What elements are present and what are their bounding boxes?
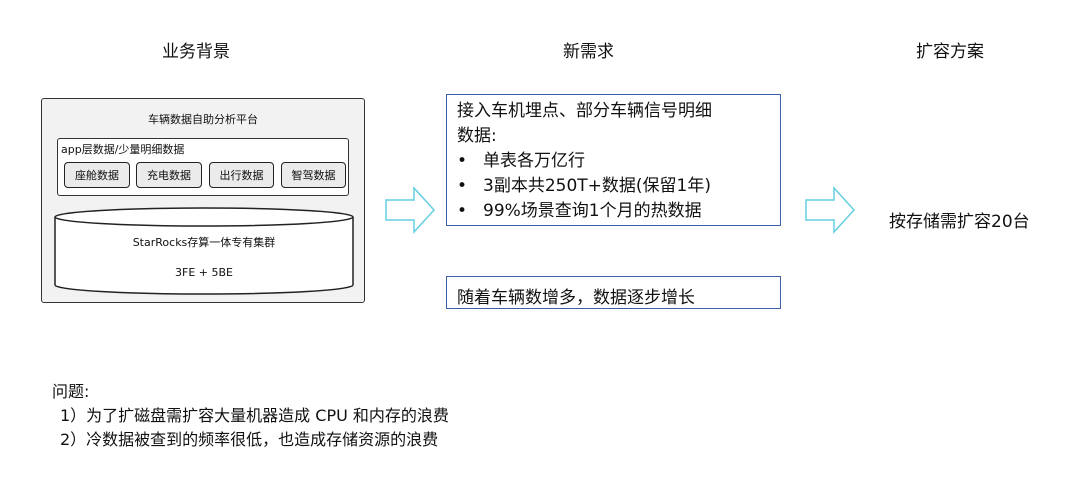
problems-section: 问题: 1）为了扩磁盘需扩容大量机器造成 CPU 和内存的浪费 2）冷数据被查到… xyxy=(52,380,449,452)
heading-expansion-plan: 扩容方案 xyxy=(916,42,984,62)
heading-new-requirement: 新需求 xyxy=(563,42,614,62)
bullet-glyph: • xyxy=(457,176,468,196)
data-chip-trip: 出行数据 xyxy=(209,162,274,188)
requirement-bullet-item: •单表各万亿行 xyxy=(457,149,712,174)
platform-panel: 车辆数据自助分析平台 app层数据/少量明细数据 座舱数据 充电数据 出行数据 … xyxy=(41,98,365,303)
problem-item: 2）冷数据被查到的频率很低，也造成存储资源的浪费 xyxy=(60,430,439,449)
expansion-plan-text: 按存储需扩容20台 xyxy=(889,212,1030,232)
cluster-cylinder xyxy=(54,207,354,295)
app-layer-box: app层数据/少量明细数据 座舱数据 充电数据 出行数据 智驾数据 xyxy=(57,138,349,196)
data-chip-adas: 智驾数据 xyxy=(281,162,346,188)
flow-arrow-icon xyxy=(385,186,436,234)
requirement-text: 接入车机埋点、部分车辆信号明细 数据: •单表各万亿行 •3副本共250T+数据… xyxy=(457,99,712,224)
problems-title: 问题: xyxy=(52,382,90,401)
cluster-name: StarRocks存算一体专有集群 xyxy=(132,236,276,249)
cluster-spec: 3FE + 5BE xyxy=(175,266,233,279)
app-layer-title: app层数据/少量明细数据 xyxy=(61,143,185,156)
problem-item: 1）为了扩磁盘需扩容大量机器造成 CPU 和内存的浪费 xyxy=(60,406,449,425)
data-chip-charging: 充电数据 xyxy=(136,162,202,188)
heading-background: 业务背景 xyxy=(162,42,230,62)
requirement-line-1: 接入车机埋点、部分车辆信号明细 xyxy=(457,101,712,121)
platform-title: 车辆数据自助分析平台 xyxy=(148,113,258,126)
requirement-bullet-item: •99%场景查询1个月的热数据 xyxy=(457,199,712,224)
requirement-line-2: 数据: xyxy=(457,126,497,146)
requirement-box: 接入车机埋点、部分车辆信号明细 数据: •单表各万亿行 •3副本共250T+数据… xyxy=(446,94,781,226)
bullet-glyph: • xyxy=(457,201,468,221)
requirement-bullet-item: •3副本共250T+数据(保留1年) xyxy=(457,174,712,199)
growth-box: 随着车辆数增多，数据逐步增长 xyxy=(446,276,781,309)
bullet-glyph: • xyxy=(457,151,468,171)
data-chip-cockpit: 座舱数据 xyxy=(64,162,130,188)
growth-text: 随着车辆数增多，数据逐步增长 xyxy=(457,288,695,308)
flow-arrow-icon xyxy=(805,186,856,234)
